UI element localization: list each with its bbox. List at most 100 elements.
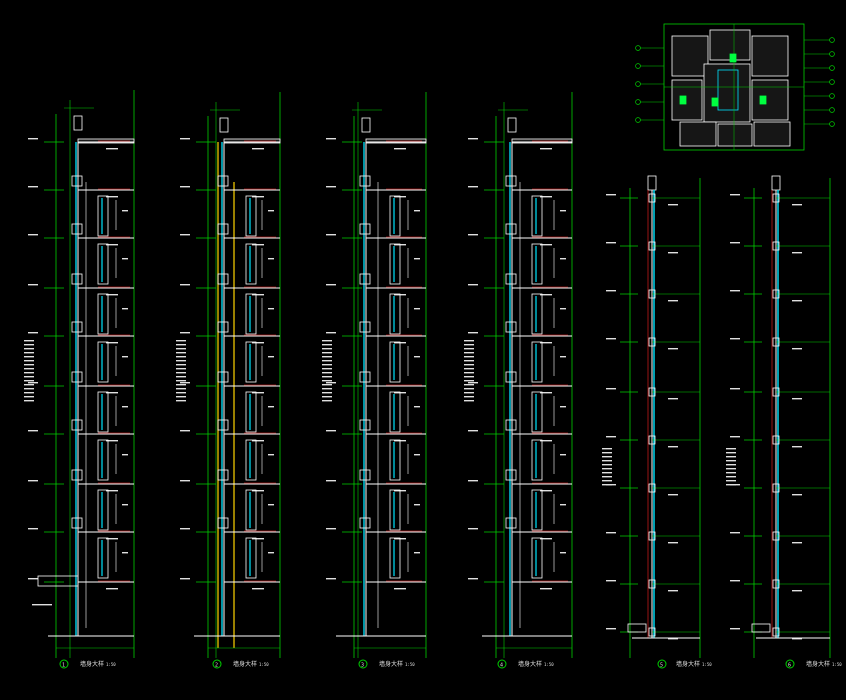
annotation-text	[252, 342, 264, 344]
level-text	[180, 332, 190, 334]
note-text	[322, 340, 332, 342]
level-text	[606, 436, 616, 438]
annotation-text	[540, 538, 552, 540]
annotation-text	[792, 348, 802, 350]
level-text	[28, 186, 38, 188]
note-text	[176, 372, 186, 374]
window-frame	[97, 391, 109, 433]
room-tag	[122, 504, 128, 506]
key-plan-room	[751, 79, 789, 121]
room-tag	[414, 258, 420, 260]
key-plan-tag-bubble	[829, 79, 835, 85]
section-scale-2: 1:50	[259, 662, 269, 667]
room-tag	[560, 308, 566, 310]
room-tag	[560, 258, 566, 260]
slab-edge	[648, 289, 656, 299]
annotation-text	[792, 638, 802, 640]
window-frame	[245, 489, 257, 531]
window-frame	[531, 293, 543, 335]
room-tag	[122, 258, 128, 260]
note-text	[602, 468, 612, 470]
window-head	[71, 321, 83, 333]
annotation-text	[540, 244, 552, 246]
key-plan-tag-bubble	[635, 63, 641, 69]
key-plan-room	[679, 121, 717, 147]
parapet	[73, 115, 83, 131]
window-head	[505, 517, 517, 529]
slab-edge	[772, 531, 780, 541]
note-text	[24, 388, 34, 390]
note-text	[726, 476, 736, 478]
note-text	[24, 344, 34, 346]
note-text	[176, 388, 186, 390]
note-text	[464, 400, 474, 402]
room-tag	[122, 552, 128, 554]
level-text	[326, 284, 336, 286]
section-titles: 1 墙身大样 1:50 2 墙身大样 1:50 3 墙身大样 1:50 4 墙身…	[59, 659, 842, 669]
note-text	[464, 360, 474, 362]
level-text	[468, 332, 478, 334]
slab-edge	[772, 627, 780, 637]
section-bubble-number-2: 2	[215, 663, 218, 669]
level-text	[28, 284, 38, 286]
window-head	[217, 517, 229, 529]
slab-edge	[772, 483, 780, 493]
window-frame	[531, 391, 543, 433]
room-tag	[268, 308, 274, 310]
key-plan-room	[751, 35, 789, 77]
annotation-text	[792, 590, 802, 592]
level-text	[326, 332, 336, 334]
section-title-text-1: 墙身大样	[80, 660, 104, 668]
window-frame	[97, 439, 109, 481]
annotation-text	[668, 204, 678, 206]
room-tag	[268, 454, 274, 456]
wall-section-4	[464, 92, 573, 658]
window-head	[217, 419, 229, 431]
key-plan-tag-bubble	[635, 81, 641, 87]
annotation-text	[792, 204, 802, 206]
window-head	[505, 371, 517, 383]
room-tag	[268, 356, 274, 358]
slab-edge	[772, 435, 780, 445]
room-tag	[122, 356, 128, 358]
level-text	[468, 138, 478, 140]
window-head	[217, 223, 229, 235]
annotation-text	[668, 494, 678, 496]
key-plan-room	[703, 63, 751, 123]
annotation-text	[540, 196, 552, 198]
parapet	[361, 117, 371, 133]
annotation-text	[252, 294, 264, 296]
note-text	[464, 364, 474, 366]
note-text	[176, 356, 186, 358]
canopy-note	[32, 604, 52, 606]
note-text	[464, 384, 474, 386]
window-frame	[97, 243, 109, 285]
window-frame	[97, 341, 109, 383]
level-text	[730, 532, 740, 534]
key-plan-tag-bubble	[829, 37, 835, 43]
note-text	[322, 396, 332, 398]
room-tag	[268, 210, 274, 212]
room-tag	[414, 406, 420, 408]
annotation-text	[668, 446, 678, 448]
note-text	[176, 400, 186, 402]
annotation-text	[106, 342, 118, 344]
room-tag	[122, 308, 128, 310]
annotation-text	[106, 196, 118, 198]
level-text	[606, 290, 616, 292]
note-text	[602, 476, 612, 478]
window-head	[359, 223, 371, 235]
section-bubble-4	[497, 659, 507, 669]
section-bubble-number-6: 6	[788, 663, 791, 669]
slab-edge	[772, 387, 780, 397]
level-text	[28, 382, 38, 384]
annotation-text	[106, 538, 118, 540]
section-scale-1: 1:50	[106, 662, 116, 667]
section-title-text-3: 墙身大样	[379, 660, 403, 668]
level-text	[606, 242, 616, 244]
annotation-text	[106, 244, 118, 246]
level-text	[606, 338, 616, 340]
level-text	[468, 578, 478, 580]
level-text	[180, 138, 190, 140]
slab-edge	[648, 241, 656, 251]
